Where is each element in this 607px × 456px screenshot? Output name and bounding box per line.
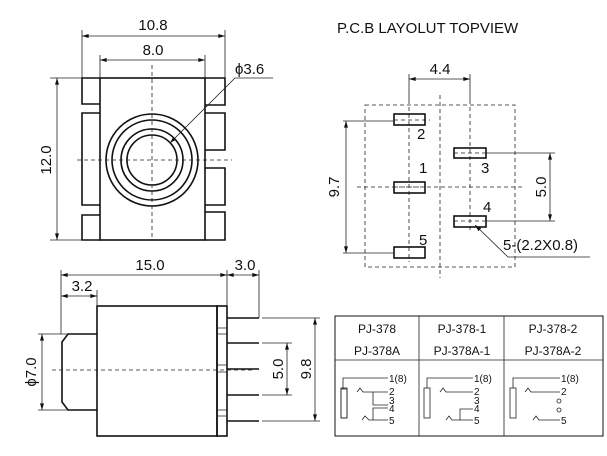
- pin-5: 5: [389, 416, 395, 427]
- dim-span: 9.7: [326, 177, 343, 198]
- dim-length: 15.0: [135, 257, 164, 274]
- model-4: PJ-378A: [354, 344, 400, 358]
- pin-label-1: 1: [419, 160, 427, 177]
- schematic-3: 1(8) 2 5: [509, 374, 579, 427]
- pad-spec: 5-(2.2X0.8): [503, 237, 578, 254]
- dim-width-outer: 10.8: [138, 17, 167, 34]
- pin-label-3: 3: [481, 160, 489, 177]
- pin-5: 5: [561, 416, 567, 427]
- pin-1: 1(8): [474, 374, 492, 385]
- model-5: PJ-378A-1: [434, 344, 491, 358]
- model-table: PJ-378 PJ-378-1 PJ-378-2 PJ-378A PJ-378A…: [334, 315, 604, 437]
- dim-pitch: 4.4: [430, 61, 451, 78]
- pin-label-5: 5: [419, 232, 427, 249]
- dim-pin-length: 3.0: [235, 257, 256, 274]
- pcb-layout: P.C.B LAYOLUT TOPVIEW 4.4 9.7 5.0 5-(2.2…: [326, 20, 590, 278]
- schematic-1: 1(8) 2 3 4 5: [340, 374, 407, 427]
- dim-pin-outer: 9.8: [298, 359, 315, 380]
- pin-1: 1(8): [389, 374, 407, 385]
- model-1: PJ-378: [358, 322, 396, 336]
- model-6: PJ-378A-2: [525, 344, 582, 358]
- pin-2: 2: [389, 387, 395, 398]
- pcb-title: P.C.B LAYOLUT TOPVIEW: [337, 20, 519, 37]
- dim-nose-dia: ϕ7.0: [23, 357, 40, 386]
- pin-3: 3: [389, 396, 395, 407]
- schematic-2: 1(8) 2 3 4 5: [423, 374, 492, 427]
- pin-5: 5: [474, 416, 480, 427]
- pin-2: 2: [561, 387, 567, 398]
- pin-3: 3: [474, 396, 480, 407]
- dim-width-inner: 8.0: [143, 42, 164, 59]
- dim-height: 12.0: [38, 145, 55, 174]
- dim-pin-inner: 5.0: [270, 359, 287, 380]
- pin-2: 2: [474, 387, 480, 398]
- dim-right: 5.0: [533, 177, 550, 198]
- dim-nose-length: 3.2: [72, 278, 93, 295]
- pin-1: 1(8): [561, 374, 579, 385]
- side-view: 15.0 3.0 3.2 ϕ7.0 5.0 9.8: [23, 257, 320, 437]
- pin-4: 4: [474, 404, 480, 415]
- dim-hole: ϕ3.6: [235, 61, 264, 78]
- front-view: 10.8 8.0 ϕ3.6 12.0: [38, 17, 273, 241]
- model-3: PJ-378-2: [529, 322, 578, 336]
- pin-label-4: 4: [483, 199, 491, 216]
- model-2: PJ-378-1: [438, 322, 487, 336]
- pin-4: 4: [389, 404, 395, 415]
- pin-label-2: 2: [417, 126, 425, 143]
